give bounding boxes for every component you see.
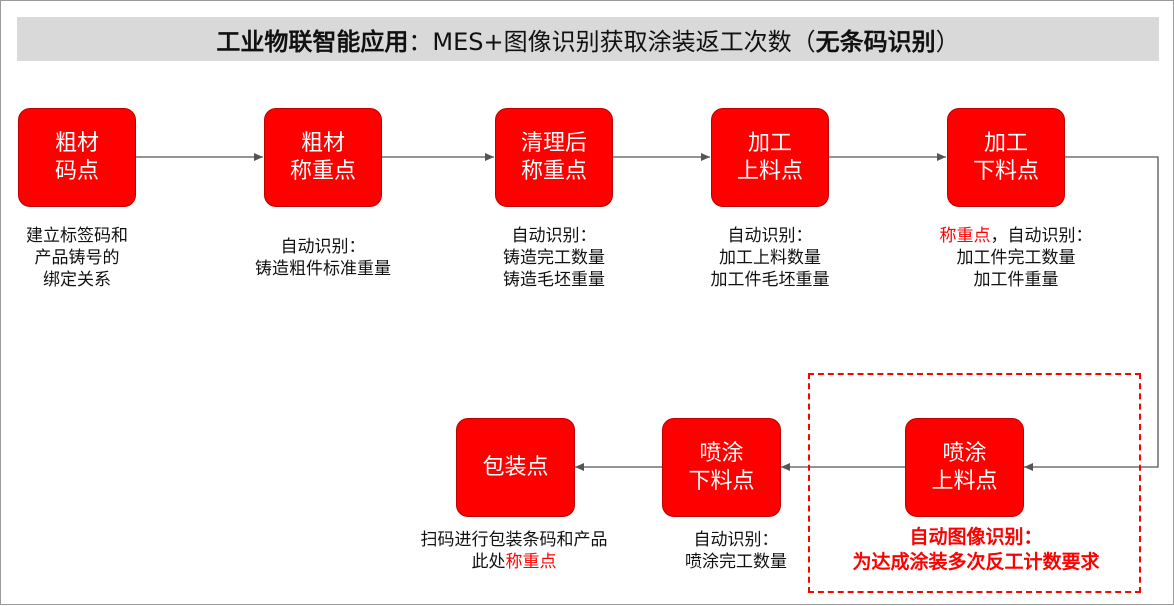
node-label-line1: 加工	[983, 130, 1028, 156]
desc-rough-material-weigh: 自动识别： 铸造粗件标准重量	[223, 236, 423, 280]
desc-spray-unload: 自动识别： 喷涂完工数量	[651, 529, 821, 573]
node-packaging[interactable]: 包装点	[456, 418, 575, 517]
node-rough-material-code[interactable]: 粗材 码点	[18, 108, 136, 207]
node-label-line2: 称重点	[289, 158, 356, 184]
desc-line: 建立标签码和	[26, 226, 128, 246]
desc-line-rest: ，自动识别：	[990, 226, 1093, 246]
title-bold-suffix: 无条码识别	[815, 27, 936, 56]
node-spray-unload[interactable]: 喷涂 下料点	[662, 418, 781, 517]
node-label-line2: 称重点	[520, 158, 587, 184]
desc-line: 加工件完工数量	[956, 248, 1076, 268]
desc-cleaned-weigh: 自动识别： 铸造完工数量 铸造毛坯重量	[469, 225, 639, 291]
desc-line: 自动识别：	[280, 237, 366, 257]
node-label-line1: 包装点	[482, 454, 549, 480]
node-label-line1: 加工	[747, 130, 792, 156]
desc-line: 自动识别：	[727, 226, 813, 246]
node-label-line2: 上料点	[736, 158, 803, 184]
node-label-line1: 喷涂	[699, 440, 744, 466]
desc-line: 产品铸号的	[34, 248, 120, 268]
arrow-5	[1024, 156, 1159, 471]
desc-line: 铸造粗件标准重量	[255, 259, 391, 279]
desc-rough-material-code: 建立标签码和 产品铸号的 绑定关系	[7, 225, 147, 291]
node-label-line2: 码点	[54, 158, 99, 184]
title-text: ：MES+图像识别获取涂装返工次数（	[408, 27, 816, 56]
desc-line: 此处称重点	[399, 551, 629, 573]
desc-line: 喷涂完工数量	[685, 552, 787, 572]
node-label-line1: 喷涂	[942, 440, 987, 466]
desc-line: 自动识别：	[511, 226, 597, 246]
desc-line: 铸造毛坯重量	[503, 270, 605, 290]
node-label-line2: 下料点	[972, 158, 1039, 184]
desc-line: 扫码进行包装条码和产品	[420, 530, 608, 550]
desc-line: 铸造完工数量	[503, 248, 605, 268]
desc-spray-load: 自动图像识别： 为达成涂装多次反工计数要求	[821, 525, 1131, 575]
desc-line: 自动识别：	[693, 530, 779, 550]
node-rough-material-weigh[interactable]: 粗材 称重点	[264, 108, 382, 207]
desc-line: 自动图像识别：	[909, 526, 1043, 548]
desc-line: 加工件毛坯重量	[710, 270, 830, 290]
node-machining-unload[interactable]: 加工 下料点	[947, 108, 1065, 207]
node-label-line1: 粗材	[54, 130, 99, 156]
desc-line: 绑定关系	[43, 270, 111, 290]
weigh-point-highlight: 称重点	[939, 226, 991, 246]
desc-line-prefix: 此处	[471, 552, 506, 572]
node-machining-load[interactable]: 加工 上料点	[711, 108, 829, 207]
page-title: 工业物联智能应用：MES+图像识别获取涂装返工次数（无条码识别）	[17, 17, 1159, 61]
weigh-point-highlight: 称重点	[505, 552, 557, 572]
desc-line: 称重点，自动识别：	[916, 225, 1116, 247]
node-label-line1: 粗材	[300, 130, 345, 156]
desc-line: 为达成涂装多次反工计数要求	[852, 551, 1100, 573]
desc-line: 加工件重量	[973, 270, 1059, 290]
desc-packaging: 扫码进行包装条码和产品 此处称重点	[399, 529, 629, 573]
title-bold: 工业物联智能应用	[216, 27, 409, 56]
node-cleaned-weigh[interactable]: 清理后 称重点	[495, 108, 613, 207]
node-label-line1: 清理后	[520, 130, 587, 156]
desc-machining-load: 自动识别： 加工上料数量 加工件毛坯重量	[685, 225, 855, 291]
title-close: ）	[935, 27, 960, 56]
node-label-line2: 下料点	[688, 468, 755, 494]
node-spray-load[interactable]: 喷涂 上料点	[905, 418, 1024, 517]
desc-machining-unload: 称重点，自动识别： 加工件完工数量 加工件重量	[916, 225, 1116, 291]
highlight-box	[808, 373, 1141, 593]
node-label-line2: 上料点	[931, 468, 998, 494]
desc-line: 加工上料数量	[719, 248, 821, 268]
